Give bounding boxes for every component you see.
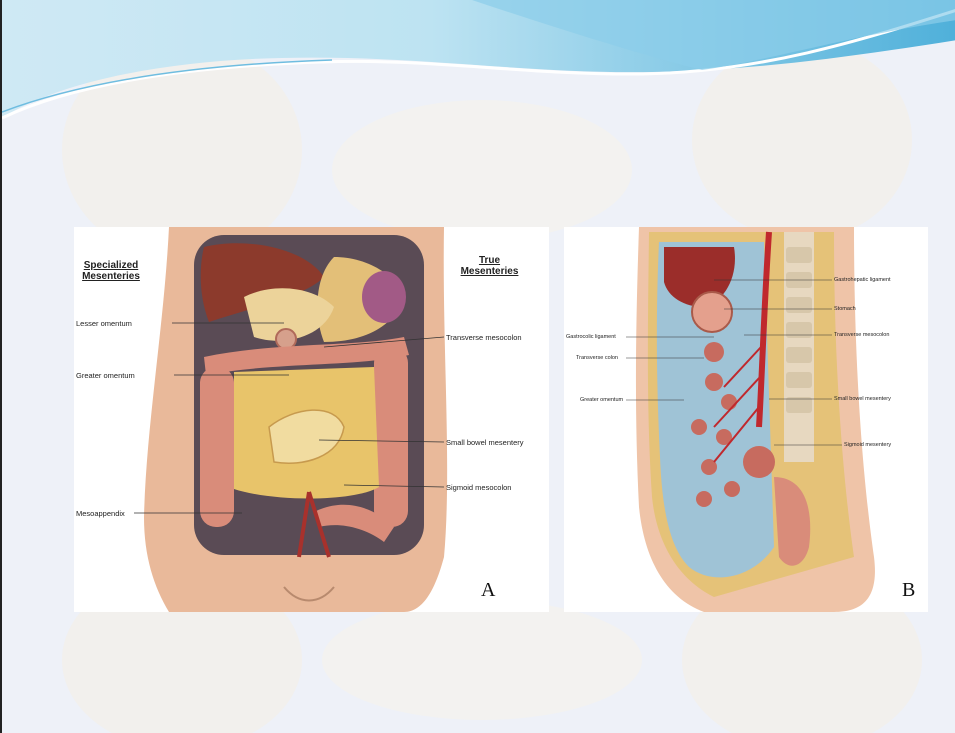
label-gastrohepatic-ligament: Gastrohepatic ligament (834, 277, 891, 284)
header-left-line2: Mesenteries (76, 271, 146, 282)
header-true-mesenteries: True Mesenteries (452, 255, 527, 277)
sagittal-section-illustration (564, 227, 928, 612)
panel-b-sagittal-view: Gastrohepatic ligament Stomach Transvers… (564, 227, 928, 612)
header-wave (2, 0, 955, 130)
label-sigmoid-mesocolon: Sigmoid mesocolon (446, 483, 511, 492)
label-transverse-mesocolon: Transverse mesocolon (446, 333, 522, 342)
label-stomach: Stomach (834, 306, 856, 313)
label-greater-omentum: Greater omentum (76, 371, 135, 380)
label-greater-omentum-b: Greater omentum (580, 397, 623, 404)
panel-letter-a: A (481, 579, 495, 602)
label-small-bowel-mesentery: Small bowel mesentery (446, 438, 524, 447)
header-specialized-mesenteries: Specialized Mesenteries (76, 260, 146, 282)
header-right-line2: Mesenteries (452, 266, 527, 277)
label-lesser-omentum: Lesser omentum (76, 319, 132, 328)
label-small-bowel-mesentery-b: Small bowel mesentery (834, 396, 891, 403)
label-transverse-colon: Transverse colon (576, 355, 618, 362)
label-gastrocolic-ligament: Gastrocolic ligament (566, 334, 616, 341)
panel-a-anterior-view: Specialized Mesenteries True Mesenteries… (74, 227, 549, 612)
header-right-line1: True (452, 255, 527, 266)
anterior-abdomen-illustration (74, 227, 549, 612)
label-transverse-mesocolon-b: Transverse mesocolon (834, 332, 889, 339)
label-sigmoid-mesentery: Sigmoid mesentery (844, 442, 891, 449)
label-mesoappendix: Mesoappendix (76, 509, 125, 518)
header-left-line1: Specialized (76, 260, 146, 271)
panel-letter-b: B (902, 579, 915, 602)
